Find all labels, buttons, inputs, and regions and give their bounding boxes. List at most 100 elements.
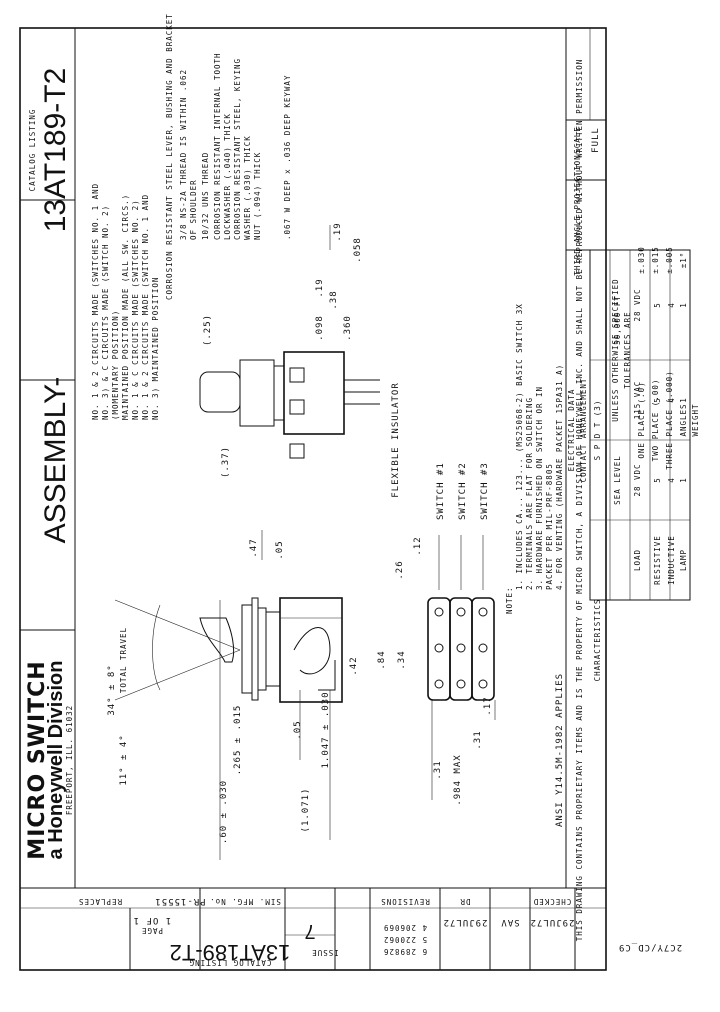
sheet-border xyxy=(19,27,607,971)
dim-d15: .31 xyxy=(473,730,483,749)
hardware-note-6: LOCKWASHER (.040) THICK xyxy=(223,113,232,240)
circuit-note-5: NO. 1 & C CIRCUITS MADE (SWITCHES NO. 2) xyxy=(131,199,140,420)
hardware-note-4: 10/32 UNS THREAD xyxy=(201,152,210,240)
two-place-value: ±.015 xyxy=(651,246,660,274)
note-line-4: PACKET PER MIL-PRF-8805 xyxy=(545,463,554,590)
dim-d3: .05 xyxy=(293,720,303,739)
part-number-title: 13AT189-T2 xyxy=(39,68,72,233)
hardware-note-1: CORROSION RESISTANT STEEL LEVER, BUSHING… xyxy=(165,13,174,300)
scale-label: SCALE xyxy=(573,126,582,154)
note-line-5: 4. FOR VENTING (HARDWARE PACKET 15PA31 A… xyxy=(555,364,564,590)
revisions-label: REVISIONS xyxy=(380,897,430,906)
hardware-note-2: 3/8 NS-2A THREAD IS WITHIN .062 xyxy=(179,69,188,240)
dim-travel-angle: 34° ± 8° xyxy=(107,664,117,715)
dr-by: SAV xyxy=(500,917,519,927)
dim-d17: .38 xyxy=(329,290,339,309)
unless-label: UNLESS OTHERWISE SPECIFIED xyxy=(611,278,620,421)
note-line-1: 1. INCLUDES CA... 123... (MS25068-2) BAS… xyxy=(515,303,524,590)
proprietary-notice: THIS DRAWING CONTAINS PROPRIETARY ITEMS … xyxy=(575,59,584,941)
general-notes: NOTE: 1. INCLUDES CA... 123... (MS25068-… xyxy=(505,303,564,614)
checked-date: 29JUL72 xyxy=(530,917,575,927)
dim-d1: .60 ± .030 xyxy=(219,780,229,844)
hardware-note-3: OF SHOULDER xyxy=(189,179,198,240)
row-lamp-v2: 1 xyxy=(679,397,688,403)
dim-d9: .12 xyxy=(413,536,423,555)
weight-label: WEIGHT xyxy=(691,403,700,436)
revision-1: 4 206069 xyxy=(383,923,427,932)
sea-level-label: SEA LEVEL xyxy=(613,455,622,505)
circuit-notes: NO. 1 & 2 CIRCUITS MADE (SWITCHES NO. 1 … xyxy=(91,183,160,420)
dim-tilt: 11° ± 4° xyxy=(119,734,129,785)
switch-3-label: SWITCH #3 xyxy=(480,462,490,520)
hardware-note-9: NUT (.094) THICK xyxy=(253,152,262,240)
circuit-note-3: (MOMENTARY POSITION) xyxy=(111,310,120,420)
division-label: a Honeywell Division xyxy=(45,661,67,860)
checked-label: CHECKED xyxy=(533,897,572,906)
switch-3-terminals xyxy=(471,597,495,701)
row-inductive-label: INDUCTIVE xyxy=(667,535,676,585)
dr-date: 29JUL72 xyxy=(443,917,488,927)
col-vdc-2: 28 VDC xyxy=(633,288,642,321)
location-label: FREEPORT, ILL. 61032 xyxy=(65,705,74,815)
one-place-value: ±.030 xyxy=(637,246,646,274)
part-number-bottom: 13AT189-T2 xyxy=(170,940,291,965)
note-header: NOTE: xyxy=(505,586,514,614)
row-lamp-v3: 1 xyxy=(679,302,688,308)
angles-label: ANGLES xyxy=(679,403,688,436)
page-label: PAGE xyxy=(141,926,163,935)
scale-value: FULL xyxy=(591,127,601,153)
contact-arrangement-label: CONTACT ARRANGEMENT xyxy=(579,378,588,483)
row-lamp-v1: 1 xyxy=(679,477,688,483)
catalog-listing-small: CATALOG LISTING xyxy=(189,958,272,967)
dim-d16: .17 xyxy=(483,696,493,715)
dim-d18: .19 xyxy=(333,222,343,241)
hardware-note-8: WASHER (.030) THICK xyxy=(243,135,252,240)
tolerances-label: TOLERANCES ARE xyxy=(623,311,632,388)
col-vac: 115 VAC xyxy=(633,381,642,420)
dim-d5: (1.071) xyxy=(301,788,311,833)
hardware-note-7: CORROSION RESISTANT STEEL, KEYING xyxy=(233,58,242,240)
ansi-applies: ANSI Y14.5M-1982 APPLIES xyxy=(555,673,565,827)
dim-d6: .47 xyxy=(249,538,259,557)
switch-1-terminals xyxy=(427,597,451,701)
hardware-note-10: .067 W DEEP x .036 DEEP KEYWAY xyxy=(283,75,292,240)
dim-d24: .360 xyxy=(343,315,353,341)
sim-mfg-value: PR-15551 xyxy=(154,896,205,906)
hardware-notes: CORROSION RESISTANT STEEL LEVER, BUSHING… xyxy=(165,13,292,300)
dim-d14: .984 MAX xyxy=(453,754,463,805)
row-inductive-v2: 4 xyxy=(667,397,676,403)
dr-label: DR xyxy=(459,897,470,906)
circuit-note-1: NO. 1 & 2 CIRCUITS MADE (SWITCHES NO. 1 … xyxy=(91,183,100,420)
issue-label: ISSUE xyxy=(311,948,339,957)
switch-2-label: SWITCH #2 xyxy=(458,462,468,520)
note-line-2: 2. TERMINALS ARE FLAT FOR SOLDERING xyxy=(525,397,534,590)
row-lamp-label: LAMP xyxy=(679,549,688,571)
tolerance-block: SCALE FULL THIRD ANGLE PROJECTION UNLESS… xyxy=(566,28,700,470)
dim-d13: .31 xyxy=(433,760,443,779)
two-place-label: TWO PLACE (.00) xyxy=(651,379,660,462)
assembly-label: ASSEMBLY- xyxy=(39,377,72,544)
dim-d4: 1.047 ± .030 xyxy=(321,691,331,768)
circuit-note-2: NO. 3) & C CIRCUITS MADE (SWITCH NO. 2) xyxy=(101,205,110,420)
angles-value: ±1° xyxy=(679,252,688,269)
dim-d11: .34 xyxy=(397,650,407,669)
switch-side-view xyxy=(114,597,343,703)
hardware-note-5: CORROSION RESISTANT INTERNAL TOOTH xyxy=(213,52,222,240)
catalog-listing-label: CATALOG LISTING xyxy=(28,109,37,192)
drawing-code: 2C7Y/CD_C9 xyxy=(618,942,682,952)
circuit-note-4: MAINTAINED POSITION MADE (ALL SW. CIRCS.… xyxy=(121,194,130,420)
dim-d22: (.37) xyxy=(221,446,231,478)
row-inductive-v1: 4 xyxy=(667,477,676,483)
dim-d10: .84 xyxy=(377,650,387,669)
third-angle-label: THIRD ANGLE PROJECTION xyxy=(573,154,582,275)
dim-travel-label: TOTAL TRAVEL xyxy=(119,627,128,693)
row-resistive-v3: 5 xyxy=(653,302,662,308)
switch-1-label: SWITCH #1 xyxy=(436,462,446,520)
circuit-note-6: NO. 1 & 2 CIRCUITS MADE (SWITCH NO. 1 AN… xyxy=(141,194,150,420)
row-resistive-v1: 5 xyxy=(653,477,662,483)
page-value: 1 OF 1 xyxy=(133,915,172,925)
three-place-label: THREE PLACE (.000) xyxy=(665,370,674,469)
dim-d21: .098 xyxy=(315,315,325,341)
bottom-title-block: REPLACES SIM. MFG. No. PR-15551 PAGE 1 O… xyxy=(20,888,682,970)
